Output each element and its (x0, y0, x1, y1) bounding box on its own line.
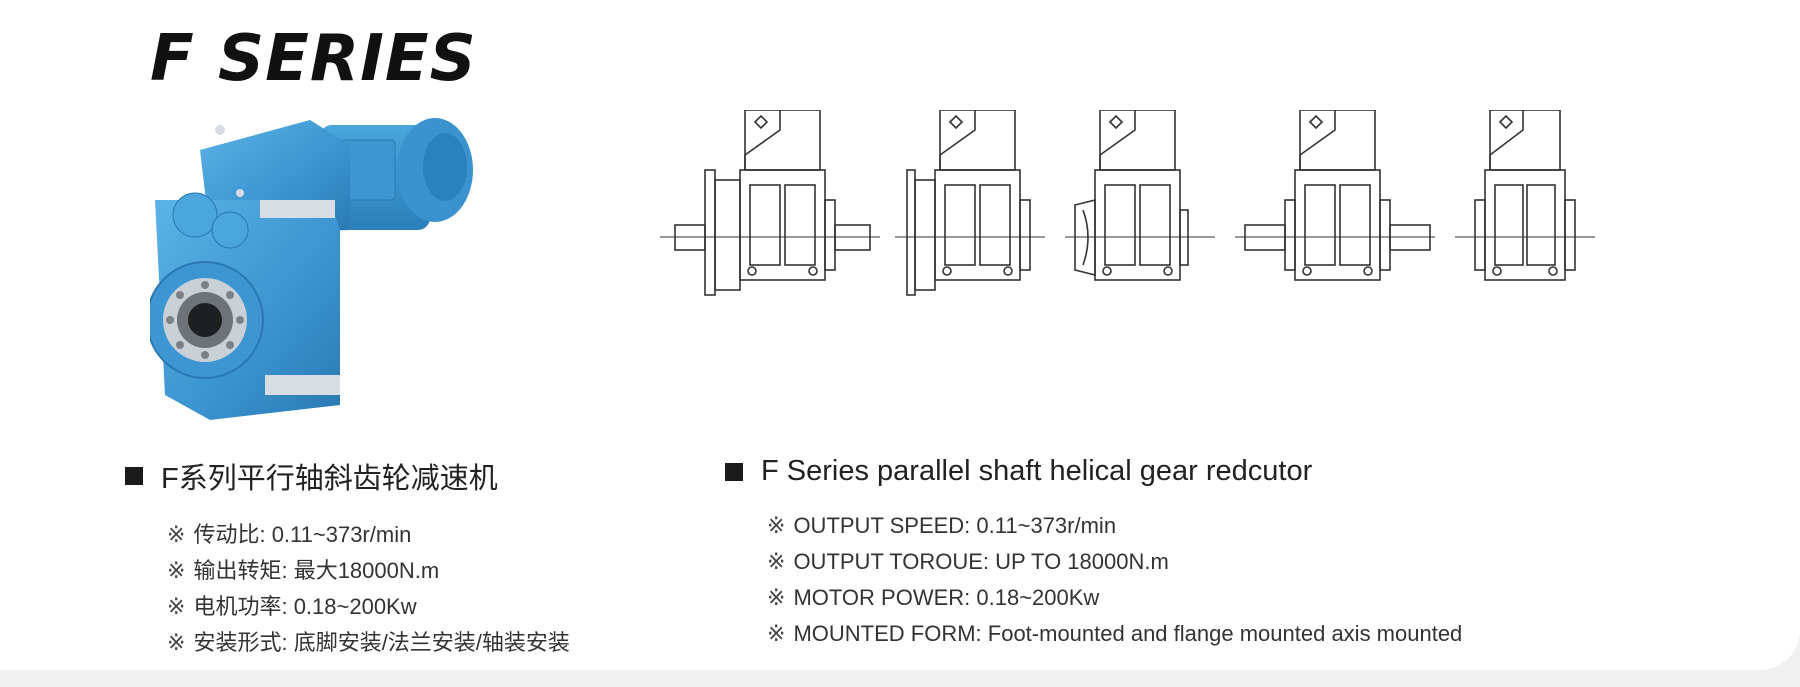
spec-value: 最大18000N.m (293, 558, 440, 583)
spec-label: 传动比: (193, 522, 266, 547)
spec-item: ※ 安装形式: 底脚安装/法兰安装/轴装安装 (167, 625, 570, 661)
spec-item: ※ OUTPUT TOROUE: UP TO 18000N.m (767, 544, 1462, 580)
spec-item: ※ 电机功率: 0.18~200Kw (167, 589, 570, 625)
spec-value: 0.18~200Kw (976, 585, 1100, 610)
reference-mark-icon: ※ (767, 513, 786, 538)
spec-value: 0.11~373r/min (976, 513, 1117, 538)
page-title: F SERIES (150, 22, 477, 96)
square-bullet-icon (125, 467, 143, 485)
spec-block-english: F Series parallel shaft helical gear red… (725, 455, 1462, 652)
reference-mark-icon: ※ (767, 549, 786, 574)
spec-list-chinese: ※ 传动比: 0.11~373r/min ※ 输出转矩: 最大18000N.m ※ 电… (167, 517, 570, 661)
spec-label: 输出转矩: (193, 558, 288, 583)
heading-english: F Series parallel shaft helical gear red… (725, 455, 1462, 488)
spec-item: ※ 输出转矩: 最大18000N.m (167, 553, 570, 589)
spec-value: 0.11~373r/min (271, 522, 412, 547)
mounting-drawings (660, 110, 1760, 350)
spec-label: OUTPUT TOROUE: (793, 549, 990, 574)
reference-mark-icon: ※ (767, 585, 786, 610)
spec-label: 安装形式: (193, 630, 288, 655)
spec-item: ※ 传动比: 0.11~373r/min (167, 517, 570, 553)
spec-item: ※ MOTOR POWER: 0.18~200Kw (767, 580, 1462, 616)
spec-label: 电机功率: (193, 594, 288, 619)
reference-mark-icon: ※ (167, 558, 186, 583)
double-shaft-drawing (1235, 110, 1435, 281)
foot-mounted-solid-shaft-drawing (660, 110, 880, 296)
hollow-shaft-drawing (1065, 110, 1215, 281)
spec-label: OUTPUT SPEED: (793, 513, 971, 538)
spec-value: UP TO 18000N.m (995, 549, 1169, 574)
heading-text: F系列平行轴斜齿轮减速机 (161, 463, 498, 495)
spec-item: ※ MOUNTED FORM: Foot-mounted and flange m… (767, 616, 1462, 652)
square-bullet-icon (725, 462, 743, 481)
reference-mark-icon: ※ (167, 594, 186, 619)
spec-list-english: ※ OUTPUT SPEED: 0.11~373r/min ※ OUTPUT TOR… (767, 508, 1462, 652)
spec-value: Foot-mounted and flange mounted axis mou… (987, 621, 1463, 646)
heading-text: F Series parallel shaft helical gear red… (761, 455, 1313, 487)
reference-mark-icon: ※ (767, 621, 786, 646)
spec-item: ※ OUTPUT SPEED: 0.11~373r/min (767, 508, 1462, 544)
spec-value: 底脚安装/法兰安装/轴装安装 (293, 630, 570, 655)
reference-mark-icon: ※ (167, 630, 186, 655)
compact-shaft-mounted-drawing (1455, 110, 1595, 281)
heading-chinese: F系列平行轴斜齿轮减速机 (125, 455, 570, 497)
flange-mounted-drawing (895, 110, 1045, 296)
spec-label: MOTOR POWER: (793, 585, 971, 610)
gear-reducer-photo (150, 118, 473, 420)
product-card: F SERIES (0, 0, 1800, 670)
spec-label: MOUNTED FORM: (793, 621, 982, 646)
spec-block-chinese: F系列平行轴斜齿轮减速机 ※ 传动比: 0.11~373r/min ※ 输出转矩: … (125, 455, 570, 661)
spec-value: 0.18~200Kw (293, 594, 417, 619)
reference-mark-icon: ※ (167, 522, 186, 547)
